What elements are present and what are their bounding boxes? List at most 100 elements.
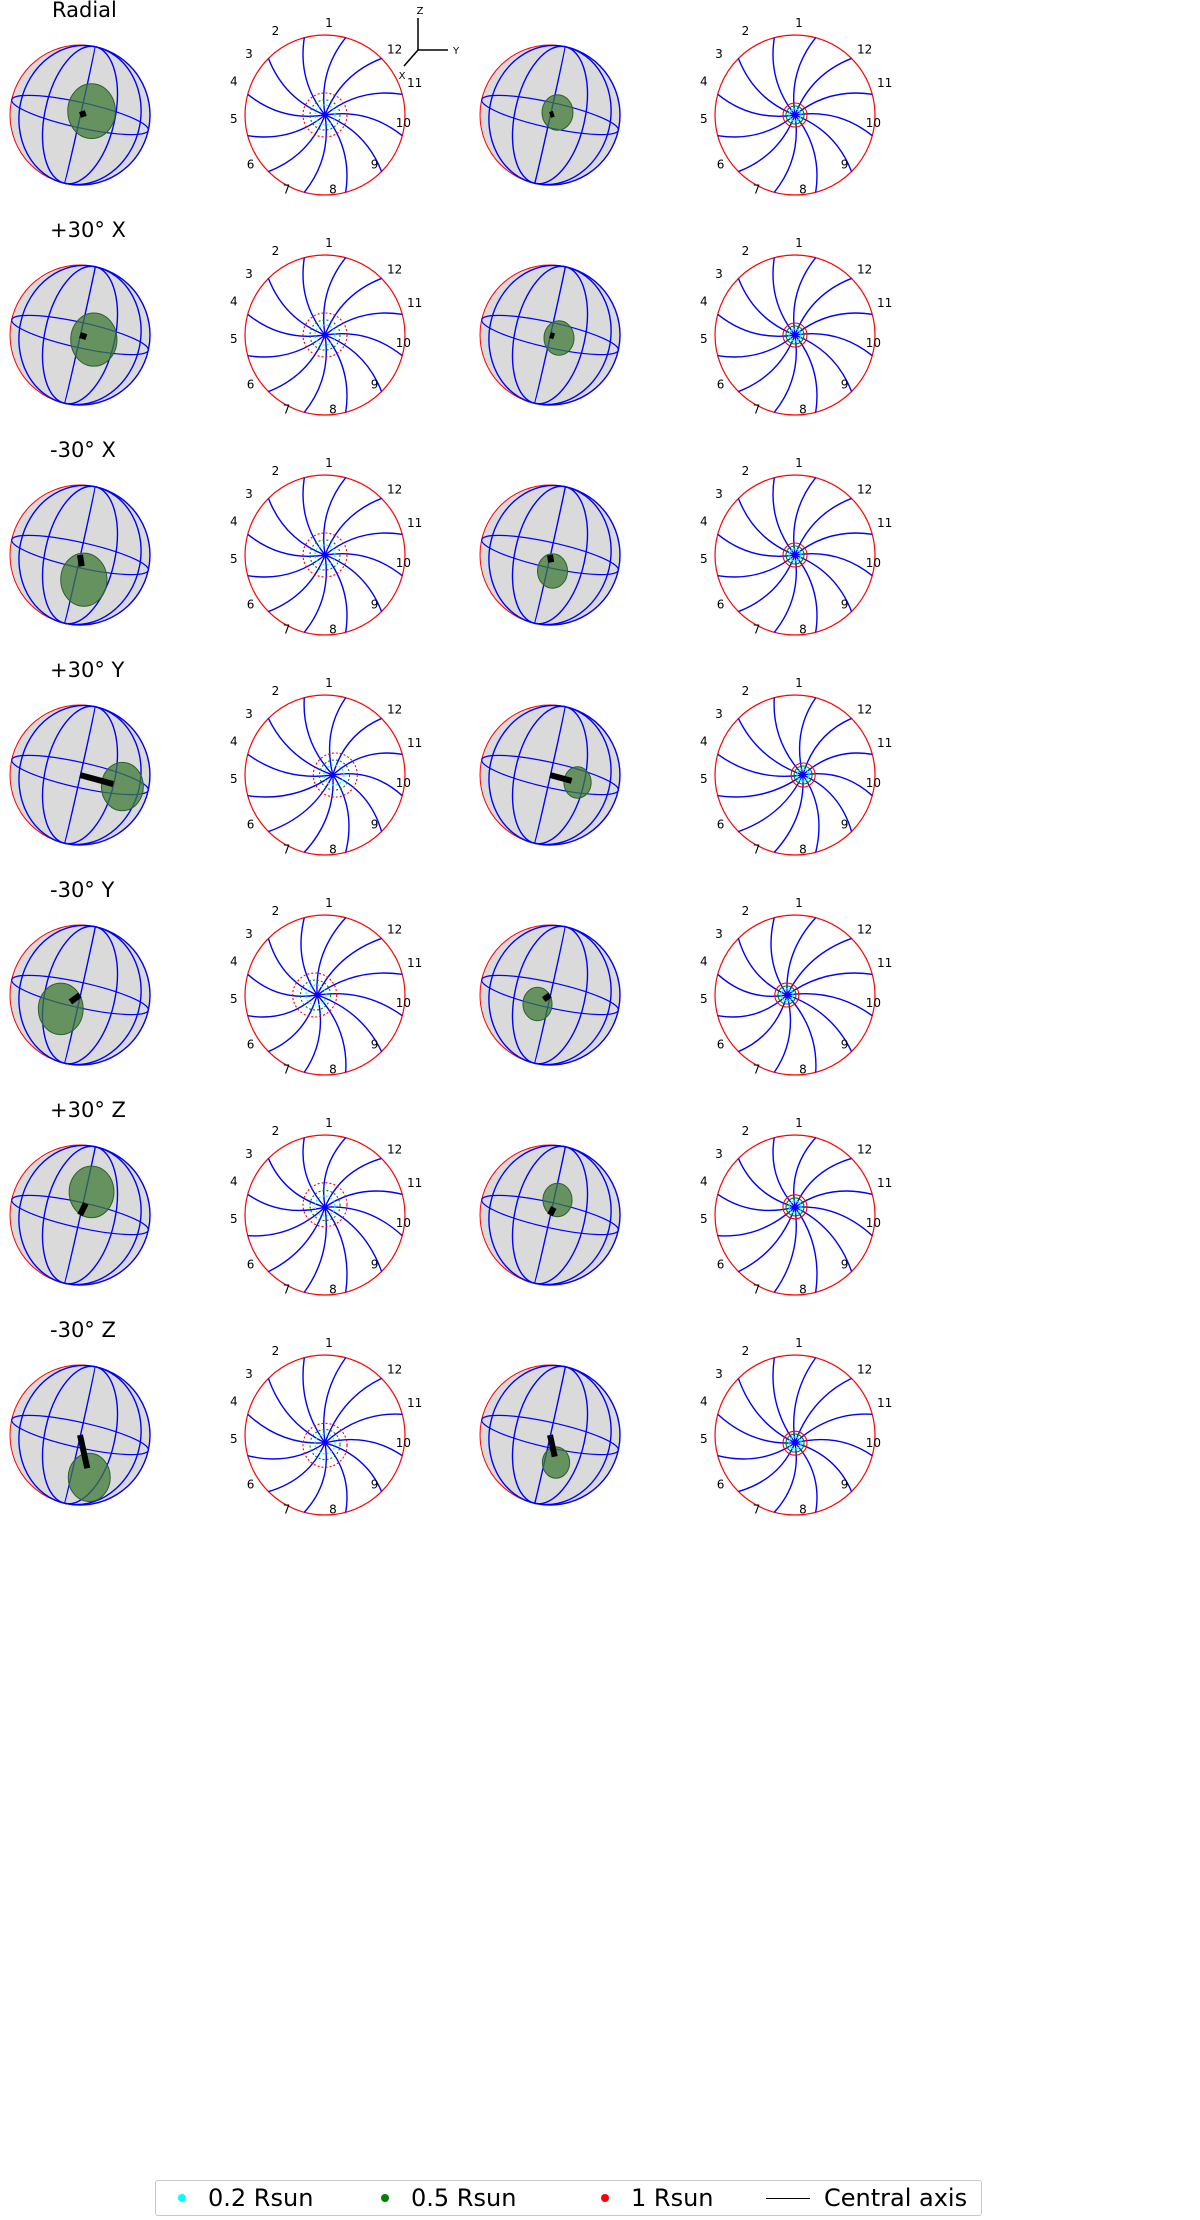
footprint-ring bbox=[309, 539, 341, 571]
sphere-view bbox=[9, 924, 151, 1066]
clock-number: 8 bbox=[799, 1062, 807, 1076]
clock-number: 7 bbox=[753, 1282, 761, 1296]
grid-curve bbox=[267, 1158, 326, 1208]
footprint-ring bbox=[785, 1197, 805, 1217]
clock-number: 4 bbox=[230, 734, 238, 748]
footprint-ring bbox=[299, 979, 332, 1011]
clock-number: 7 bbox=[753, 402, 761, 416]
cme-cone bbox=[37, 982, 84, 1036]
grid-curve bbox=[802, 774, 853, 832]
clock-number: 6 bbox=[717, 1258, 725, 1272]
grid-curve bbox=[247, 533, 326, 557]
meridian-line bbox=[41, 45, 96, 184]
grid-curve bbox=[324, 532, 403, 556]
clock-number: 1 bbox=[795, 236, 803, 250]
grid-curve bbox=[323, 37, 347, 116]
meridian-line bbox=[64, 486, 119, 625]
central-axis bbox=[79, 110, 87, 118]
legend-item-1-rsun: 1 Rsun bbox=[601, 2181, 714, 2215]
row-label: -30° Y bbox=[50, 878, 115, 902]
clock-number: 1 bbox=[325, 896, 333, 910]
meridian-line bbox=[64, 486, 142, 626]
grid-curve bbox=[793, 1357, 817, 1443]
meridian-line bbox=[42, 925, 96, 1064]
clock-number: 7 bbox=[753, 842, 761, 856]
cme-cone bbox=[68, 1165, 115, 1219]
clock-number: 4 bbox=[230, 1394, 238, 1408]
clock-number: 3 bbox=[715, 707, 723, 721]
footprint-ring bbox=[309, 1189, 341, 1222]
clock-number: 5 bbox=[700, 1432, 708, 1446]
grid-curve bbox=[770, 917, 788, 996]
grid-curve bbox=[324, 113, 403, 137]
grid-curve bbox=[773, 1207, 797, 1293]
meridian-line bbox=[64, 926, 118, 1065]
clock-number: 12 bbox=[387, 1362, 402, 1376]
footprint-ring bbox=[774, 982, 800, 1008]
clock-number: 3 bbox=[715, 927, 723, 941]
clock-number: 8 bbox=[329, 1282, 337, 1296]
clock-number: 1 bbox=[325, 1336, 333, 1350]
grid-curve bbox=[717, 753, 803, 777]
cme-cone bbox=[60, 552, 108, 607]
clock-number: 11 bbox=[407, 76, 422, 90]
sphere-view bbox=[9, 484, 151, 626]
grid-curve bbox=[324, 1206, 348, 1293]
footprint-ring bbox=[302, 532, 348, 578]
legend-label: 0.5 Rsun bbox=[411, 2184, 517, 2212]
footprint-ring bbox=[305, 984, 327, 1006]
clock-number: 9 bbox=[841, 598, 849, 612]
meridian-line bbox=[18, 264, 96, 404]
grid-curve bbox=[717, 1442, 796, 1460]
meridian-line bbox=[64, 1366, 142, 1506]
cme-cone bbox=[70, 312, 118, 367]
legend-line-black bbox=[766, 2197, 810, 2199]
outline-circle bbox=[714, 1354, 876, 1516]
grid-curve bbox=[323, 477, 347, 556]
grid-curve bbox=[324, 114, 383, 172]
clock-number: 9 bbox=[841, 818, 849, 832]
clock-number: 4 bbox=[700, 954, 708, 968]
grid-curve bbox=[324, 1442, 348, 1513]
sphere-view bbox=[479, 924, 621, 1066]
grid-curve bbox=[324, 277, 382, 336]
clock-number: 12 bbox=[387, 482, 402, 496]
meridian-line bbox=[534, 46, 612, 186]
footprint-ring bbox=[782, 322, 808, 348]
footprint-ring bbox=[782, 1430, 808, 1456]
grid-curve bbox=[794, 1442, 818, 1513]
footprint-ring bbox=[780, 988, 794, 1002]
meridian-line bbox=[42, 1145, 96, 1284]
meridian-line bbox=[534, 486, 589, 625]
grid-curve bbox=[328, 697, 347, 776]
legend-marker-cyan bbox=[178, 2194, 186, 2202]
meridian-line bbox=[64, 926, 96, 1065]
clock-number: 11 bbox=[877, 956, 892, 970]
grid-curve bbox=[247, 334, 326, 358]
clock-number: 7 bbox=[283, 1062, 291, 1076]
grid-curve bbox=[324, 333, 403, 357]
footprint-ring bbox=[796, 768, 810, 782]
clock-number: 7 bbox=[283, 1502, 291, 1516]
meridian-line bbox=[512, 1365, 566, 1504]
clock-number: 2 bbox=[742, 464, 750, 478]
footprint-ring bbox=[793, 765, 813, 785]
clock-number: 1 bbox=[325, 16, 333, 30]
equator-line bbox=[11, 1414, 149, 1456]
grid-curve bbox=[247, 313, 326, 337]
clock-number: 8 bbox=[799, 182, 807, 196]
clock-number: 6 bbox=[717, 818, 725, 832]
clock-number: 6 bbox=[717, 598, 725, 612]
grid-curve bbox=[772, 1137, 796, 1208]
clock-number: 8 bbox=[329, 182, 337, 196]
clock-number: 3 bbox=[245, 1367, 253, 1381]
grid-curve bbox=[324, 1438, 403, 1457]
clock-number: 2 bbox=[742, 24, 750, 38]
meridian-line bbox=[534, 1146, 621, 1286]
central-axis bbox=[549, 110, 555, 118]
grid-curve bbox=[738, 994, 788, 1053]
